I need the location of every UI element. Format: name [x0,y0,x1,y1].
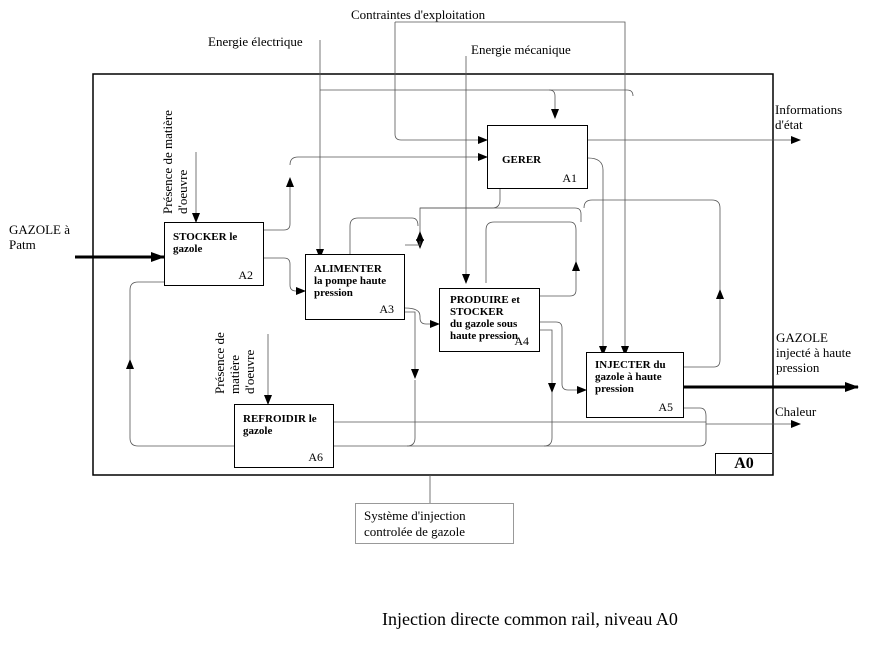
activity-box-a6: REFROIDIR le gazole A6 [234,404,334,468]
frame-id-label: A0 [715,453,772,474]
control-label-energie-mecanique: Energie mécanique [471,42,571,57]
control-label-presence-a6: Présence de matière d'oeuvre [212,332,257,394]
activity-id: A1 [562,171,577,185]
a2-to-gerer [264,177,294,231]
a2-to-a3 [264,257,306,295]
output-label-chaleur: Chaleur [775,404,817,419]
activity-title: ALIMENTER la pompe haute pression [314,263,387,299]
contraintes-line [394,22,488,144]
a5-up-loop [684,289,724,368]
a4-top-loop [485,221,577,283]
input-label-gazole-patm: GAZOLE à Patm [9,222,71,252]
mechanism-box: Système d'injection controlée de gazole [355,503,514,544]
a4-up-arrow [540,261,580,297]
activity-title: REFROIDIR le gazole [243,413,317,437]
control-label-contraintes: Contraintes d'exploitation [351,7,486,22]
a4-to-a5 [540,321,587,394]
activity-title: GERER [502,154,542,166]
activity-box-a4: PRODUIRE et STOCKER du gazole sous haute… [439,288,540,352]
output-label-gazole-injecte: GAZOLE injecté à haute pression [776,330,852,375]
activity-title: INJECTER du gazole à haute pression [595,359,666,395]
activity-id: A6 [308,450,323,464]
contraintes-to-a5 [395,21,629,356]
control-label-energie-electrique: Energie électrique [208,34,303,49]
a4-to-a6 [543,392,553,447]
a0-frame [92,73,774,476]
a3-top-loop [349,217,419,258]
a3-to-a4 [404,307,440,328]
activity-title: PRODUIRE et STOCKER du gazole sous haute… [450,294,520,342]
activity-box-a5: INJECTER du gazole à haute pression A5 [586,352,684,418]
activity-box-a2: STOCKER le gazole A2 [164,222,264,286]
a5-top-loop [583,199,721,290]
a3-feedback [405,231,424,246]
gerer-loop-a3 [416,188,501,249]
diagram-caption: Injection directe common rail, niveau A0 [382,609,678,629]
activity-box-a1: GERER A1 [487,125,588,189]
a6-left-up [129,281,164,360]
activity-id: A3 [379,302,394,316]
a4-down [540,329,556,393]
a5-bottom-loop [334,424,707,447]
activity-title: STOCKER le gazole [173,231,238,255]
activity-id: A5 [658,400,673,414]
output-label-informations: Informations d'état [775,102,843,132]
gerer-input-line [289,153,488,166]
gerer-to-a5 [587,157,607,356]
activity-id: A4 [514,334,529,348]
activity-id: A2 [238,268,253,282]
control-label-presence-a2: Présence de matière d'oeuvre [160,110,190,214]
a5-to-chaleur [684,407,801,428]
activity-box-a3: ALIMENTER la pompe haute pression A3 [305,254,405,320]
a6-left-loop [126,359,234,447]
a3-to-a6 [406,380,416,447]
energie-electrique-branch-a5 [549,89,634,97]
energie-electrique-branch [320,89,559,119]
gerer-loop-a4 [420,207,582,222]
a3-down [405,311,419,379]
